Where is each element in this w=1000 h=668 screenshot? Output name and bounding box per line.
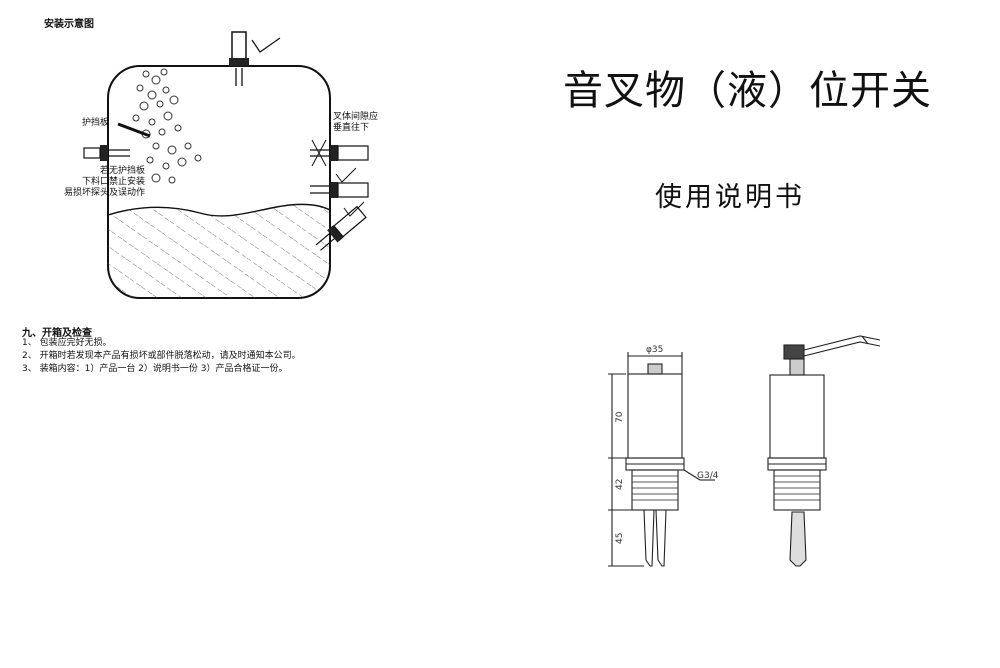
top-check-mark bbox=[251, 37, 281, 53]
top-switch bbox=[229, 31, 249, 86]
cover-subtitle: 使用说明书 bbox=[655, 182, 805, 213]
fork-gap-note: 叉体间隙应 垂直往下 bbox=[333, 112, 378, 134]
check-mark-icon bbox=[343, 201, 365, 217]
baffle-label: 护挡板 bbox=[82, 118, 110, 128]
no-baffle-note: 若无护挡板 下料口禁止安装 易损坏探头及误动作 bbox=[64, 166, 145, 199]
no-baffle-line-1: 若无护挡板 bbox=[100, 166, 146, 176]
dim-bottom-label: 45 bbox=[615, 533, 625, 544]
liquid-surface bbox=[108, 203, 330, 217]
thread-label: G3/4 bbox=[697, 471, 719, 481]
right-switch-upper bbox=[310, 139, 369, 167]
left-switch bbox=[83, 145, 130, 161]
fork-gap-line-1: 叉体间隙应 bbox=[333, 112, 379, 122]
no-baffle-line-3: 易损坏探头及误动作 bbox=[64, 188, 146, 198]
no-baffle-line-2: 下料口禁止安装 bbox=[82, 177, 146, 187]
liquid-fill bbox=[108, 204, 330, 298]
dim-mid-label: 42 bbox=[615, 479, 625, 490]
unpacking-item-1: 1、 包装应完好无损。 bbox=[22, 338, 112, 348]
unpacking-item-3: 3、 装箱内容：1）产品一台 2）说明书一份 3）产品合格证一份。 bbox=[22, 364, 288, 374]
unpacking-item-2: 2、 开箱时若发现本产品有损坏或部件脱落松动，请及时通知本公司。 bbox=[22, 351, 301, 361]
cover-title: 音叉物（液）位开关 bbox=[563, 68, 932, 114]
check-mark-icon bbox=[335, 167, 357, 183]
unpacking-title: 九、开箱及检查 bbox=[22, 328, 92, 339]
falling-material bbox=[132, 68, 202, 184]
switch-side-view bbox=[767, 335, 881, 567]
wrong-mark-icon bbox=[311, 139, 327, 167]
switch-front-view bbox=[608, 352, 715, 567]
fork-gap-line-2: 垂直往下 bbox=[333, 123, 370, 133]
diameter-label: φ35 bbox=[646, 345, 663, 355]
right-switch-lower bbox=[315, 205, 367, 251]
right-switch-middle bbox=[310, 167, 369, 198]
baffle-plate bbox=[117, 122, 151, 138]
dim-top-label: 70 bbox=[615, 411, 625, 423]
installation-title: 安装示意图 bbox=[44, 19, 94, 30]
